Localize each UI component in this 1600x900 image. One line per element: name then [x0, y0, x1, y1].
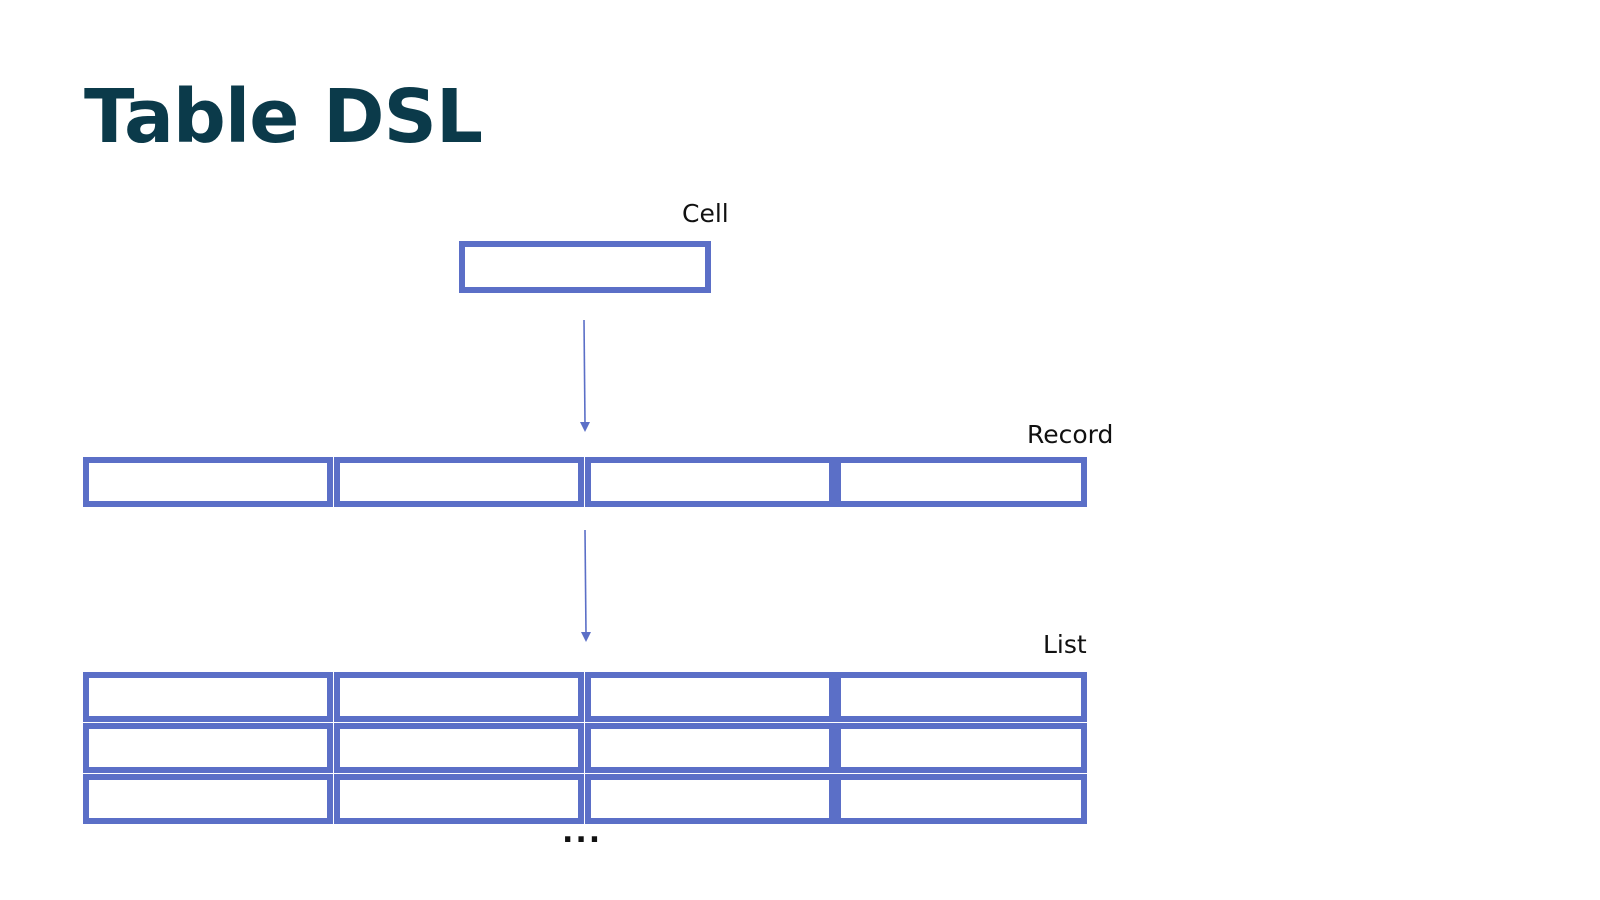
list-cell [835, 672, 1087, 722]
cell-box [459, 241, 711, 293]
list-cell [835, 723, 1087, 773]
list-cell [83, 672, 333, 722]
record-row [83, 457, 1087, 507]
list-cell [334, 774, 584, 824]
list-cell [835, 774, 1087, 824]
record-label: Record [1027, 420, 1113, 449]
cell-label: Cell [682, 199, 729, 228]
list-cell [83, 723, 333, 773]
list-table [83, 672, 1087, 824]
arrow-cell-to-record [580, 319, 590, 432]
list-cell [585, 774, 835, 824]
slide-title: Table DSL [84, 74, 483, 160]
record-cell [83, 457, 333, 507]
record-cell [585, 457, 835, 507]
list-cell [83, 774, 333, 824]
list-label: List [1043, 630, 1087, 659]
record-cell [334, 457, 584, 507]
record-cell [835, 457, 1087, 507]
list-continuation-ellipsis: ... [562, 815, 602, 850]
arrow-record-to-list [581, 529, 591, 642]
list-cell [585, 723, 835, 773]
list-cell [334, 672, 584, 722]
list-cell [334, 723, 584, 773]
list-cell [585, 672, 835, 722]
